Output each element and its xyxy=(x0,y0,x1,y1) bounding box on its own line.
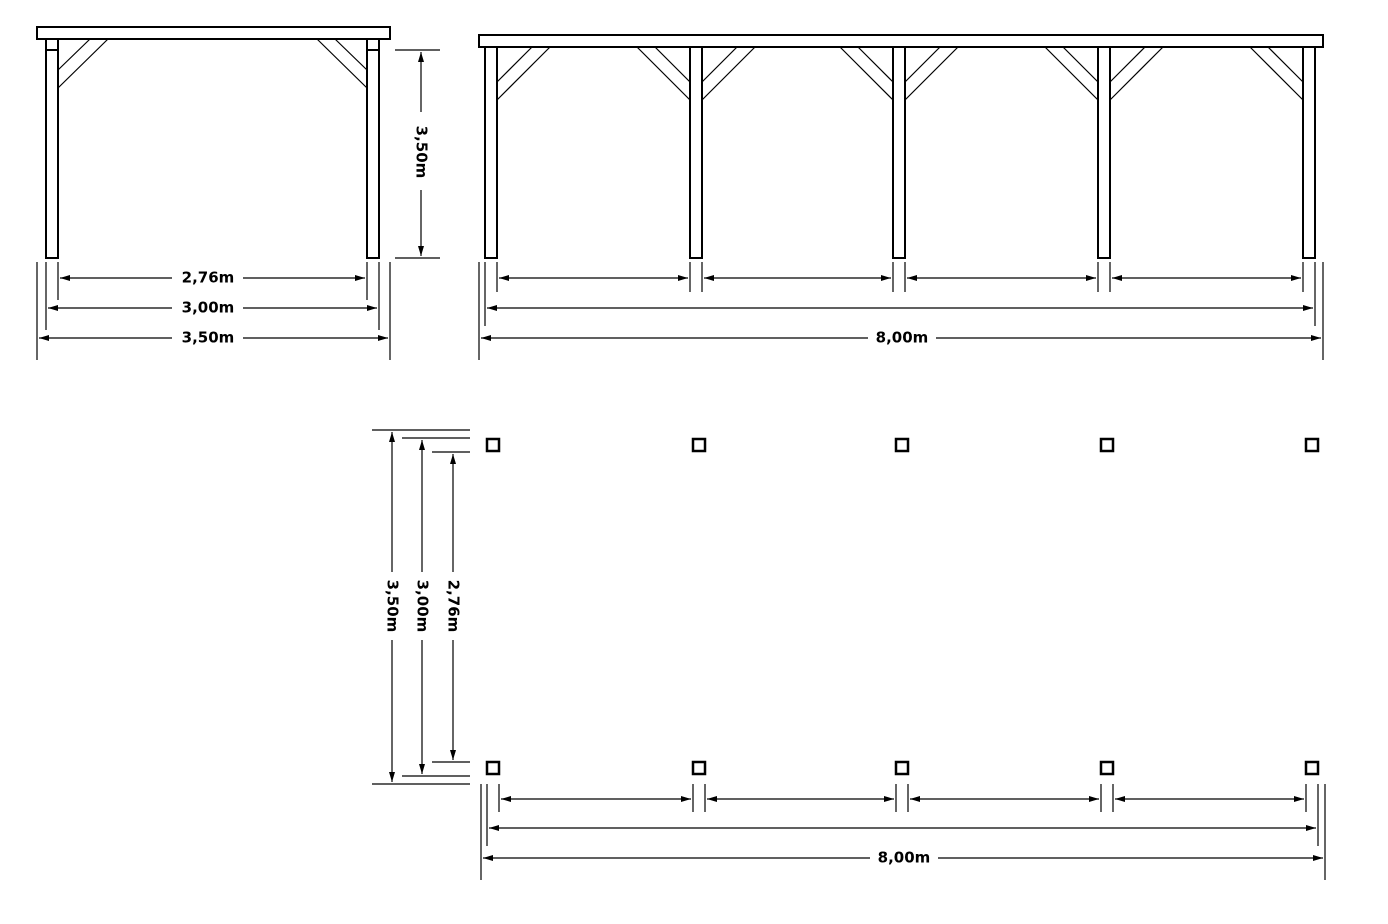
side-view xyxy=(478,34,1324,259)
side-post-2 xyxy=(689,46,703,259)
front-post-left xyxy=(45,38,59,259)
plan-post-depth-label: 3,00m xyxy=(414,580,432,633)
plan-post-top-3 xyxy=(894,437,910,453)
plan-post-bottom-4 xyxy=(1099,760,1115,776)
plan-depth-dimensions xyxy=(372,429,470,785)
front-roof-beam xyxy=(36,26,391,40)
side-length-dimensions xyxy=(478,262,1324,360)
plan-post-top-1 xyxy=(485,437,501,453)
plan-post-bottom-5 xyxy=(1304,760,1320,776)
plan-post-bottom-2 xyxy=(691,760,707,776)
side-roof-beam xyxy=(478,34,1324,48)
plan-total-length-label: 8,00m xyxy=(878,849,931,867)
front-height-label: 3,50m xyxy=(413,126,431,179)
side-post-5 xyxy=(1302,46,1316,259)
side-total-length-label: 8,00m xyxy=(876,329,929,347)
plan-total-depth-label: 3,50m xyxy=(384,580,402,633)
front-total-width-label: 3,50m xyxy=(182,329,235,347)
side-post-1 xyxy=(484,46,498,259)
front-inner-width-label: 2,76m xyxy=(182,269,235,287)
front-post-width-label: 3,00m xyxy=(182,299,235,317)
plan-inner-depth-label: 2,76m xyxy=(445,580,463,633)
front-width-dimensions xyxy=(36,262,391,360)
plan-post-top-2 xyxy=(691,437,707,453)
front-brace-right xyxy=(316,38,368,89)
plan-view-posts xyxy=(485,437,1320,776)
side-post-3 xyxy=(892,46,906,259)
front-view xyxy=(36,26,391,259)
plan-post-bottom-3 xyxy=(894,760,910,776)
side-post-4 xyxy=(1097,46,1111,259)
plan-post-top-5 xyxy=(1304,437,1320,453)
plan-post-bottom-1 xyxy=(485,760,501,776)
side-braces xyxy=(496,46,1304,101)
front-post-right xyxy=(366,38,380,259)
front-height-dimension xyxy=(395,49,440,259)
front-brace-left xyxy=(57,38,109,89)
plan-length-dimensions xyxy=(480,784,1326,880)
plan-post-top-4 xyxy=(1099,437,1115,453)
